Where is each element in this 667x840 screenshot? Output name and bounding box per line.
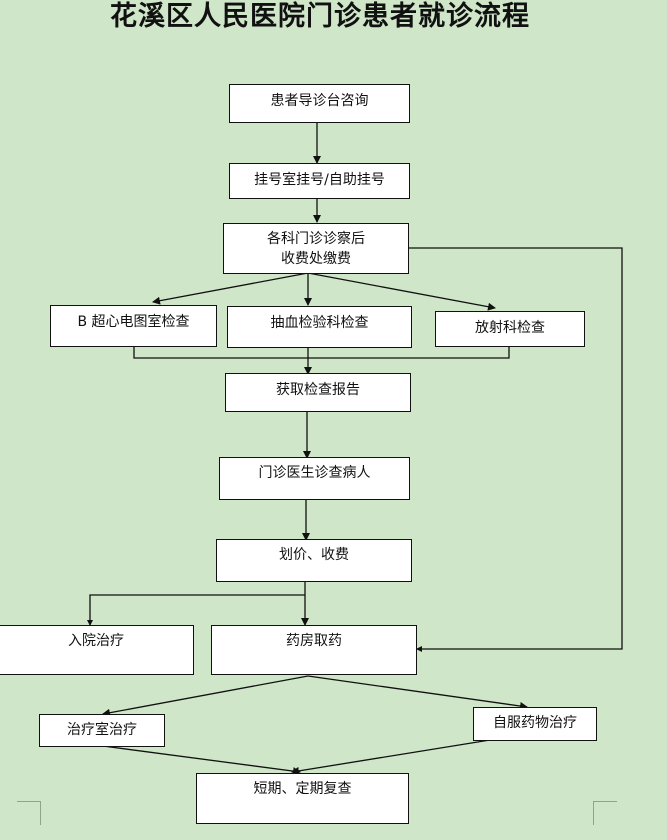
node-label: 患者导诊台咨询 bbox=[270, 93, 369, 109]
node-label: 划价、收费 bbox=[279, 547, 349, 563]
node-followup: 短期、定期复查 bbox=[196, 773, 409, 824]
node-label: 入院治疗 bbox=[68, 633, 124, 649]
node-label: 抽血检验科检查 bbox=[270, 315, 369, 331]
node-label: 挂号室挂号/自助挂号 bbox=[254, 172, 385, 188]
page-title: 花溪区人民医院门诊患者就诊流程 bbox=[110, 1, 530, 32]
node-pharmacy: 药房取药 bbox=[211, 625, 417, 675]
page-margin-corner-left bbox=[17, 801, 41, 825]
node-radiology: 放射科检查 bbox=[435, 311, 585, 347]
node-ultrasound: B 超心电图室检查 bbox=[50, 305, 217, 347]
edge-treatment-followup bbox=[102, 745, 301, 776]
node-register: 挂号室挂号/自助挂号 bbox=[229, 163, 410, 199]
node-label: 获取检查报告 bbox=[276, 382, 360, 398]
edge-selfmed-followup bbox=[291, 739, 491, 775]
edge-pharmacy-selfmed bbox=[307, 675, 528, 710]
node-label: B 超心电图室检查 bbox=[77, 314, 190, 330]
edge-dept-radiology bbox=[307, 272, 496, 311]
page-margin-corner-right bbox=[593, 801, 617, 825]
node-label: 治疗室治疗 bbox=[67, 722, 137, 738]
node-self-medication: 自服药物治疗 bbox=[473, 707, 597, 741]
node-doctor: 门诊医生诊查病人 bbox=[219, 457, 410, 500]
edge-dept-pharmacy bbox=[409, 247, 623, 652]
node-label: 放射科检查 bbox=[475, 320, 545, 336]
node-label: 自服药物治疗 bbox=[493, 715, 577, 731]
edge-dept-ultrasound bbox=[152, 272, 309, 305]
node-lab: 抽血检验科检查 bbox=[227, 306, 412, 348]
node-label: 门诊医生诊查病人 bbox=[258, 465, 371, 481]
edge-billing-inpatient bbox=[87, 594, 305, 626]
node-label-line2: 收费处缴费 bbox=[281, 251, 351, 267]
node-dept-visit: 各科门诊诊察后 收费处缴费 bbox=[223, 223, 409, 274]
node-report: 获取检查报告 bbox=[225, 373, 411, 412]
node-consult: 患者导诊台咨询 bbox=[229, 84, 410, 123]
edge-pharmacy-treatment bbox=[102, 675, 309, 717]
node-billing: 划价、收费 bbox=[216, 539, 412, 582]
node-treatment-room: 治疗室治疗 bbox=[39, 714, 165, 747]
node-inpatient: 入院治疗 bbox=[0, 625, 194, 675]
node-label: 短期、定期复查 bbox=[253, 781, 352, 797]
node-label-line1: 各科门诊诊察后 bbox=[267, 231, 365, 247]
node-label: 药房取药 bbox=[286, 633, 342, 649]
